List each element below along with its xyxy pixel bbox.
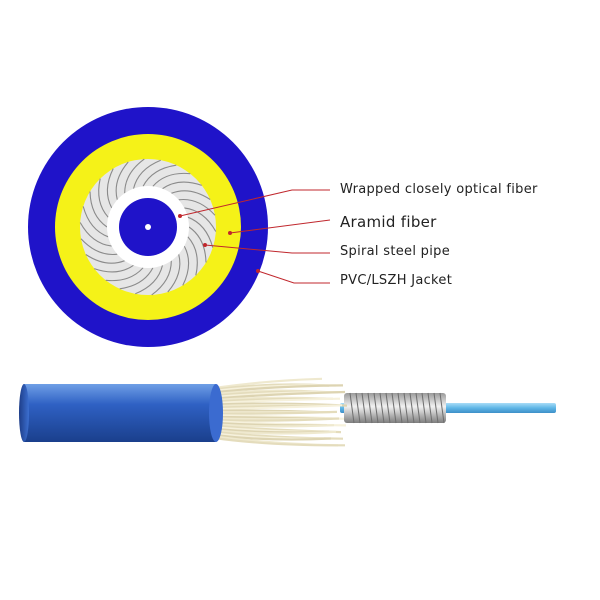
- aramid-strand: [213, 417, 340, 422]
- spiral-segment: [85, 254, 125, 264]
- aramid-strand: [213, 410, 338, 415]
- leader-dot-optical-fiber: [178, 214, 182, 218]
- aramid-strand: [213, 390, 346, 400]
- spiral-segment: [167, 254, 181, 293]
- cable-cut-face: [209, 384, 223, 442]
- spiral-segment: [188, 226, 207, 263]
- spiral-segment: [105, 267, 144, 282]
- leader-dot-aramid: [228, 231, 232, 235]
- label-jacket: PVC/LSZH Jacket: [340, 273, 453, 288]
- coil-line: [409, 392, 415, 424]
- spiral-segment: [98, 178, 109, 218]
- spiral-segment: [151, 260, 172, 296]
- spiral-segment: [115, 161, 129, 200]
- spiral-segment: [142, 164, 177, 187]
- spiral-segment: [94, 264, 134, 273]
- aramid-strands: [213, 377, 348, 447]
- spiral-segment: [184, 207, 217, 232]
- coil-line: [397, 392, 403, 424]
- spiral-segment: [80, 238, 118, 256]
- steel-spring-coils: [349, 392, 445, 424]
- aramid-strand: [213, 423, 335, 428]
- side-view: [19, 377, 556, 447]
- leader-line-aramid: [229, 219, 331, 234]
- leader-line-steel-pipe: [204, 244, 330, 254]
- spiral-segment: [132, 159, 161, 189]
- coil-line: [421, 392, 427, 424]
- spiral-segment: [135, 265, 164, 295]
- aramid-strand: [213, 433, 332, 441]
- aramid-strand: [213, 436, 346, 447]
- cross-section: [28, 107, 268, 347]
- aramid-strand: [213, 429, 337, 435]
- spiral-segment: [152, 172, 191, 187]
- label-spiral-steel-pipe: Spiral steel pipe: [340, 244, 450, 259]
- coil-line: [385, 392, 391, 424]
- spiral-segment: [79, 222, 112, 247]
- coil-line: [349, 392, 355, 424]
- spiral-segment: [82, 206, 109, 238]
- spiral-segment: [171, 190, 211, 200]
- coil-line: [355, 392, 361, 424]
- coil-line: [373, 392, 379, 424]
- coil-line: [367, 392, 373, 424]
- label-aramid-fiber: Aramid fiber: [340, 213, 437, 231]
- coil-line: [403, 392, 409, 424]
- coil-line: [433, 392, 439, 424]
- spiral-segment: [89, 191, 108, 228]
- aramid-strand: [213, 384, 344, 394]
- leader-dot-steel-pipe: [203, 243, 207, 247]
- coil-line: [439, 392, 445, 424]
- fiber-center-dot: [145, 224, 151, 230]
- spiral-segment: [187, 236, 198, 276]
- spiral-segment: [124, 158, 145, 194]
- cable-end-cap: [19, 384, 29, 442]
- spiral-segment: [187, 216, 214, 248]
- coil-line: [415, 392, 421, 424]
- aramid-strand: [213, 404, 343, 411]
- coil-line: [391, 392, 397, 424]
- leader-lines: [179, 189, 331, 284]
- spiral-segment: [106, 168, 114, 209]
- spiral-segment: [182, 245, 190, 286]
- leader-dots: [178, 214, 260, 273]
- spiral-segment: [119, 267, 154, 290]
- spiral-steel-pattern: [79, 158, 217, 296]
- leader-line-optical-fiber: [179, 189, 330, 217]
- aramid-strand: [213, 377, 323, 390]
- spiral-segment: [162, 181, 202, 190]
- aramid-strand: [213, 397, 341, 405]
- leader-dot-jacket: [256, 269, 260, 273]
- coil-line: [361, 392, 367, 424]
- coil-line: [379, 392, 385, 424]
- coil-line: [427, 392, 433, 424]
- spiral-segment: [178, 198, 216, 216]
- label-optical-fiber: Wrapped closely optical fiber: [340, 182, 538, 197]
- leader-line-jacket: [257, 270, 330, 284]
- cable-jacket: [24, 384, 216, 442]
